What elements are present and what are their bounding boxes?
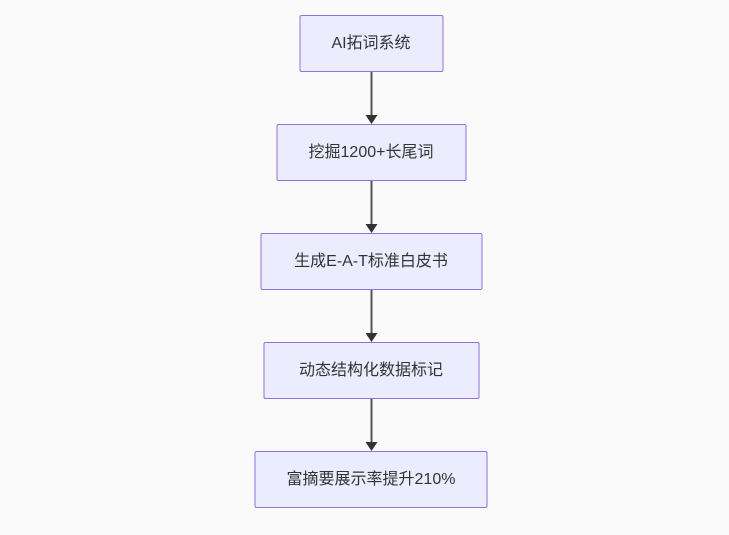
arrowhead-icon (365, 224, 377, 233)
edge-line (370, 399, 372, 442)
node-label: 动态结构化数据标记 (298, 361, 443, 379)
flowchart-node-1: AI拓词系统 (299, 15, 443, 72)
flowchart-node-2: 挖掘1200+长尾词 (276, 124, 466, 181)
flowchart-node-4: 动态结构化数据标记 (263, 342, 479, 399)
node-label: 挖掘1200+长尾词 (308, 143, 434, 161)
flowchart: AI拓词系统 挖掘1200+长尾词 生成E-A-T标准白皮书 动态结构化数据标记 (254, 15, 488, 508)
edge-line (370, 72, 372, 115)
edge-line (370, 181, 372, 224)
node-label: 生成E-A-T标准白皮书 (294, 252, 448, 270)
edge-arrow-4 (365, 399, 377, 451)
edge-arrow-3 (365, 290, 377, 342)
edge-line (370, 290, 372, 333)
edge-arrow-2 (365, 181, 377, 233)
edge-arrow-1 (365, 72, 377, 124)
node-label: AI拓词系统 (331, 34, 411, 52)
flowchart-node-5: 富摘要展示率提升210% (254, 451, 488, 508)
arrowhead-icon (365, 442, 377, 451)
flowchart-node-3: 生成E-A-T标准白皮书 (260, 233, 482, 290)
node-label: 富摘要展示率提升210% (286, 470, 456, 488)
arrowhead-icon (365, 333, 377, 342)
arrowhead-icon (365, 115, 377, 124)
